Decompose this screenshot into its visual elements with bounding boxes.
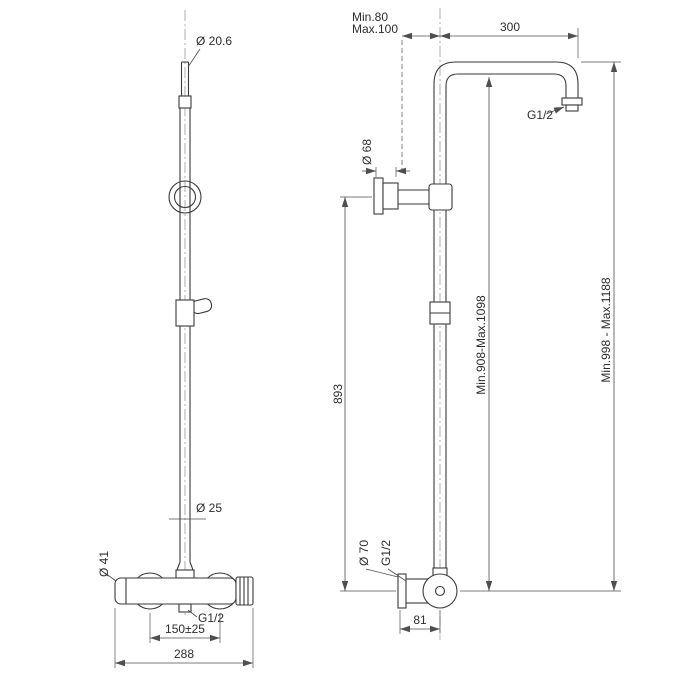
label-side-wall-min: Min.80 [352,10,388,24]
label-side-inlet-thread: G1/2 [379,540,393,566]
side-view: G1/2 300 Min.80 Max.100 Ø [331,8,621,640]
side-arm-thread-leader [545,106,565,115]
front-outlet-thread-leader [187,609,198,618]
dim-valve-depth: 81 [399,610,441,634]
side-mixer-valve [397,567,458,609]
label-side-head-height: Min.908-Max.1098 [474,295,488,395]
label-side-overall-height: Min.998 - Max.1188 [599,277,613,382]
front-riser-pipe [179,108,191,562]
front-mixer-valve [114,561,254,613]
front-view: Ø 20.6 Ø 25 [97,10,254,668]
side-arm-fitting [561,97,583,106]
dim-overall-height: Min.998 - Max.1188 [460,61,621,592]
label-front-inlet-spacing: 150±25 [165,622,205,636]
side-shower-arm [433,61,583,112]
front-valve-diameter-leader [104,572,117,582]
label-side-wall-max: Max.100 [352,22,398,36]
front-wall-bracket [168,180,202,214]
front-top-pipe [178,61,192,109]
label-side-valve-depth: 81 [413,613,427,627]
dim-overall-width: 288 [114,608,254,668]
label-side-riser-height: 893 [331,384,345,404]
dim-wall-distance: Min.80 Max.100 [352,10,440,176]
dim-bracket-diameter: Ø 68 [360,139,410,177]
label-side-bracket-diameter: Ø 68 [360,139,374,165]
side-rosette-leader [365,568,399,578]
front-hose-outlet [178,603,192,613]
front-slider-holder [175,298,213,327]
label-front-outlet-thread: G1/2 [198,611,224,625]
side-head-bracket [373,177,453,215]
label-front-overall-width: 288 [174,647,194,661]
label-side-arm-projection: 300 [500,20,520,34]
side-slider-clamp [429,301,451,325]
side-handle-circle [422,573,458,609]
label-side-arm-thread: G1/2 [527,108,553,122]
label-front-top-diameter: Ø 20.6 [196,34,232,48]
dim-riser-height: 893 [331,196,396,592]
front-mixer-handle [235,576,254,606]
label-front-valve-diameter: Ø 41 [97,551,111,577]
side-valve-flange [397,573,407,609]
dim-arm-projection: 300 [440,20,579,58]
front-top-diameter-leader [187,48,201,68]
side-inlet-thread-leader [387,568,407,582]
label-side-rosette-diameter: Ø 70 [357,540,371,566]
side-riser-pipe [433,100,447,568]
dim-inlet-spacing: 150±25 [149,613,221,643]
dim-head-height: Min.908-Max.1098 [474,77,493,591]
front-mixer-body [114,577,237,605]
label-front-riser-diameter: Ø 25 [196,501,222,515]
